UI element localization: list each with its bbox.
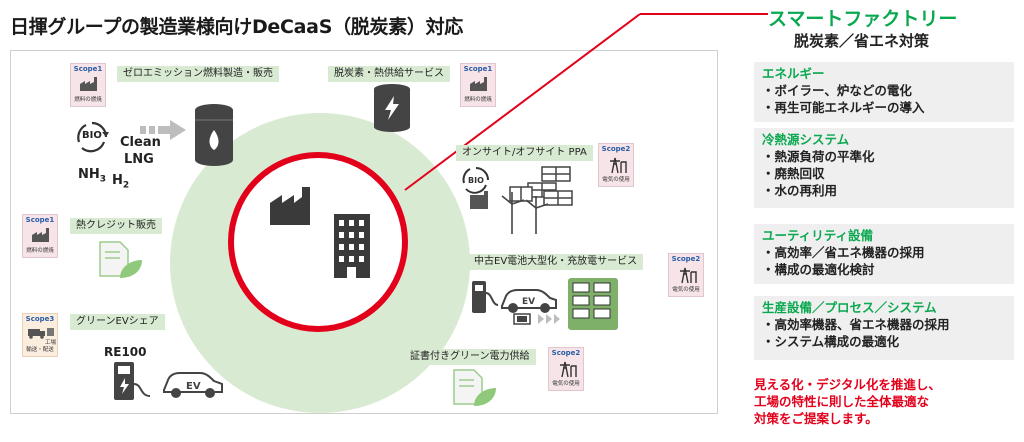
ev-charger-icon — [114, 362, 151, 400]
scope-title: Scope1 — [73, 65, 103, 73]
scope-label: 輸送・配送 — [26, 347, 54, 353]
label-green-ev: グリーンEVシェア — [70, 314, 165, 330]
transmission-tower-icon — [560, 361, 577, 378]
tank-icon — [374, 84, 410, 132]
scope-title: Scope2 — [671, 255, 701, 263]
factory-smoke-icon — [32, 228, 49, 242]
document-leaf-icon — [99, 241, 142, 278]
scope-badge: Scope1 燃料の燃焼 — [22, 214, 58, 258]
fuel-nh3-text: NH — [78, 167, 100, 182]
section-item: ・熱源負荷の平準化 — [762, 149, 875, 164]
section-item: ・ボイラー、炉などの電化 — [762, 83, 912, 98]
label-zero-emission: ゼロエミッション燃料製造・販売 — [117, 66, 279, 82]
label-heat-credit: 熱クレジット販売 — [70, 218, 162, 234]
factory-smoke-icon — [80, 77, 97, 91]
lightning-icon — [385, 96, 399, 120]
smart-factory-subtitle: 脱炭素／省エネ対策 — [794, 32, 930, 50]
label-decarbon-heat: 脱炭素・熱供給サービス — [328, 66, 450, 82]
flame-icon — [209, 130, 219, 150]
scope-badge: Scope3 工場 輸送・配送 — [22, 313, 58, 357]
section-production: 生産設備／プロセス／システム ・高効率機器、省エネ機器の採用 ・システム構成の最… — [754, 296, 1014, 360]
smart-factory-highlight — [228, 152, 408, 332]
closing-line: 見える化・デジタル化を推進し、 — [754, 377, 941, 392]
section-item: ・高効率機器、省エネ機器の採用 — [762, 317, 950, 332]
fuel-lng: LNG — [124, 152, 154, 167]
label-green-power: 証書付きグリーン電力供給 — [404, 349, 536, 365]
scope-title: Scope1 — [463, 65, 493, 73]
car-ev-label: EV — [522, 297, 535, 307]
scope-title: Scope2 — [601, 145, 631, 153]
factory-icon — [270, 187, 310, 225]
scope-title: Scope1 — [25, 216, 55, 224]
building-icon — [334, 214, 370, 278]
scope-badge: Scope2 電気の使用 — [668, 253, 704, 297]
section-item: ・システム構成の最適化 — [762, 334, 900, 349]
section-item: ・水の再利用 — [762, 183, 838, 198]
section-utility: ユーティリティ設備 ・高効率／省エネ機器の採用 ・構成の最適化検討 — [754, 224, 1014, 284]
fuel-h2-sub: 2 — [122, 180, 130, 191]
label-onsite-ppa: オンサイト/オフサイト PPA — [456, 145, 593, 161]
svg-text:BIO: BIO — [468, 176, 484, 185]
scope-badge: Scope1 燃料の燃焼 — [70, 63, 106, 107]
section-item: ・構成の最適化検討 — [762, 262, 875, 277]
fuel-clean: Clean — [120, 135, 161, 150]
section-heading: エネルギー — [762, 66, 825, 81]
scope-label: 電気の使用 — [602, 177, 630, 183]
fuel-h2-text: H — [112, 173, 123, 188]
section-item: ・高効率／省エネ機器の採用 — [762, 245, 925, 260]
closing-message: 見える化・デジタル化を推進し、 工場の特性に則した全体最適な 対策をご提案します… — [754, 376, 941, 427]
scope-label: 燃料の燃焼 — [74, 97, 102, 103]
section-heading: 生産設備／プロセス／システム — [762, 300, 937, 315]
ev-charger-icon — [472, 281, 499, 313]
re100-label: RE100 — [104, 345, 147, 359]
scope-badge: Scope2 電気の使用 — [598, 143, 634, 187]
car-icon: EV — [163, 372, 223, 398]
scope-label: 電気の使用 — [552, 381, 580, 387]
section-heading: ユーティリティ設備 — [762, 228, 874, 243]
transmission-tower-icon — [610, 157, 627, 174]
scope-title: Scope2 — [551, 349, 581, 357]
section-heat-source: 冷熱源システム ・熱源負荷の平準化 ・廃熱回収 ・水の再利用 — [754, 128, 1014, 208]
battery-pack-icon — [568, 278, 618, 330]
section-heading: 冷熱源システム — [762, 132, 850, 147]
car-icon: EV — [501, 289, 557, 313]
wind-turbine-icon — [501, 192, 549, 234]
recycle-icon: BIO — [462, 167, 489, 209]
closing-line: 工場の特性に則した全体最適な — [754, 394, 930, 409]
factory-smoke-icon — [470, 77, 487, 91]
recycle-icon — [77, 121, 109, 153]
fuel-nh3: NH3 — [78, 167, 106, 185]
scope-extra-label: 工場 — [45, 340, 57, 346]
label-ev-battery: 中古EV電池大型化・充放電サービス — [468, 254, 644, 270]
scope-title: Scope3 — [25, 315, 55, 323]
scope-badge: Scope1 燃料の燃焼 — [460, 63, 496, 107]
document-leaf-icon — [453, 369, 496, 406]
scope-label: 燃料の燃焼 — [26, 248, 54, 254]
scope-label: 電気の使用 — [672, 287, 700, 293]
section-item: ・廃熱回収 — [762, 166, 825, 181]
car-ev-label: EV — [186, 381, 201, 392]
arrow-right-icon — [140, 120, 186, 140]
scope-badge: Scope2 電気の使用 — [548, 347, 584, 391]
solar-panel-icon — [509, 166, 573, 206]
transmission-tower-icon — [680, 267, 697, 284]
smart-factory-title: スマートファクトリー — [768, 8, 958, 30]
section-energy: エネルギー ・ボイラー、炉などの電化 ・再生可能エネルギーの導入 — [754, 62, 1014, 122]
fuel-bio: BIO — [82, 130, 102, 141]
battery-icon — [513, 313, 560, 325]
tank-icon — [195, 104, 233, 166]
truck-icon — [28, 328, 54, 339]
page-title: 日揮グループの製造業様向けDeCaaS（脱炭素）対応 — [10, 16, 463, 38]
scope-label: 燃料の燃焼 — [464, 97, 492, 103]
fuel-h2: H2 — [112, 173, 129, 191]
fuel-nh3-sub: 3 — [99, 174, 107, 185]
closing-line: 対策をご提案します。 — [754, 411, 878, 426]
section-item: ・再生可能エネルギーの導入 — [762, 100, 925, 115]
